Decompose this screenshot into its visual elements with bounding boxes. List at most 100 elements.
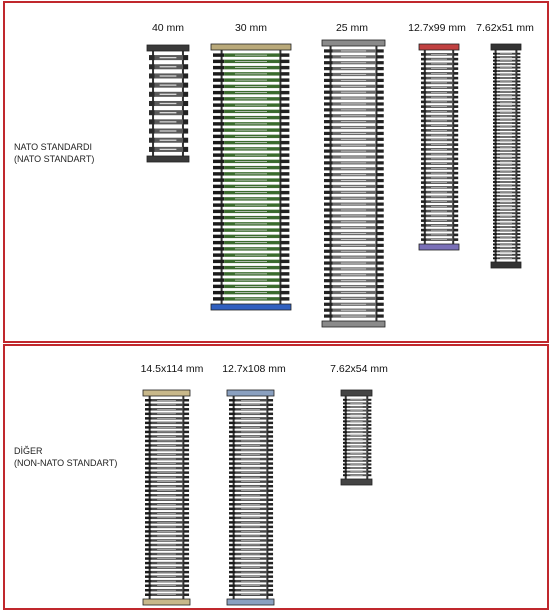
cartridge-base	[453, 114, 459, 118]
cartridge-base	[279, 72, 290, 76]
cartridge-tip	[229, 579, 236, 583]
cartridge-tip	[213, 122, 225, 126]
belt-top-cap	[226, 389, 275, 397]
cartridge-tip	[145, 579, 152, 583]
cartridge-base	[183, 100, 189, 107]
cartridge-tip	[213, 197, 225, 201]
cartridge-base	[453, 148, 459, 151]
cartridge-tip	[213, 297, 225, 301]
cartridge-tip	[324, 61, 333, 65]
cartridge-tip	[145, 462, 152, 465]
cartridge-tip	[421, 190, 427, 194]
cartridge-base	[516, 111, 521, 114]
cartridge	[324, 143, 384, 147]
belt-top-cap	[321, 39, 386, 47]
cartridge-base	[183, 457, 190, 461]
cartridge	[324, 237, 384, 242]
cartridge	[229, 399, 274, 402]
cartridge-tip	[145, 575, 152, 578]
cartridge	[229, 534, 274, 538]
cartridge-base	[376, 190, 384, 194]
cartridge	[229, 457, 274, 461]
cartridge	[229, 579, 274, 583]
cartridge-base	[516, 135, 521, 138]
cartridge-base	[516, 246, 521, 249]
cartridge-base	[516, 108, 521, 111]
cartridge-base	[183, 119, 189, 125]
cartridge	[324, 196, 384, 200]
cartridge	[145, 462, 190, 465]
cartridge	[213, 103, 290, 107]
cartridge	[229, 557, 274, 560]
cartridge-base	[267, 417, 274, 420]
cartridge	[493, 70, 521, 73]
cartridge	[421, 91, 459, 94]
cartridge-tip	[421, 167, 427, 170]
cartridge-base	[267, 448, 274, 452]
cartridge-base	[516, 215, 521, 218]
cartridge-base	[516, 66, 521, 69]
cartridge	[149, 110, 189, 116]
cartridge	[324, 149, 384, 153]
cartridge	[493, 101, 521, 104]
cartridge-base	[516, 156, 521, 159]
cartridge-base	[367, 434, 372, 437]
cartridge	[493, 160, 521, 163]
ammo-belt-7-62x51mm	[490, 43, 522, 269]
cartridge-base	[453, 100, 459, 104]
cartridge-tip	[145, 566, 152, 569]
cartridge	[213, 253, 290, 257]
cartridge-tip	[213, 140, 225, 145]
cartridge	[421, 119, 459, 123]
caliber-label-7-62x54mm: 7.62x54 mm	[330, 363, 388, 375]
cartridge	[324, 296, 384, 301]
belt-top-cap	[210, 43, 292, 51]
cartridge-base	[267, 475, 274, 479]
cartridge	[421, 186, 459, 189]
belt-bottom-cap	[321, 320, 386, 328]
cartridge-base	[367, 467, 372, 470]
cartridge	[145, 561, 190, 565]
cartridge-tip	[421, 162, 427, 165]
belt-top-cap	[146, 44, 190, 52]
cartridge-base	[453, 95, 459, 99]
cartridge-base	[516, 253, 521, 256]
nato-label-line1: NATO STANDARDI	[14, 142, 93, 152]
cartridge	[213, 172, 290, 176]
cartridge	[229, 462, 274, 465]
cartridge-base	[279, 222, 290, 226]
cartridge-tip	[421, 228, 427, 232]
cartridge-base	[279, 234, 290, 239]
cartridge-tip	[324, 237, 333, 242]
cartridge	[213, 203, 290, 207]
cartridge	[213, 178, 290, 182]
cartridge-base	[376, 61, 384, 65]
cartridge	[213, 84, 290, 89]
cartridge-base	[183, 552, 190, 556]
cartridge-tip	[145, 466, 152, 470]
cartridge-tip	[421, 105, 427, 108]
cartridge-tip	[343, 423, 348, 426]
cartridge	[421, 157, 459, 161]
cartridge-base	[183, 439, 190, 443]
cartridge-base	[516, 205, 521, 208]
cartridge-tip	[493, 236, 498, 239]
cartridge-tip	[493, 153, 498, 156]
cartridge-tip	[421, 143, 427, 146]
cartridge	[343, 474, 372, 477]
cartridge	[324, 90, 384, 94]
cartridge	[229, 552, 274, 556]
non-nato-section-panel	[3, 344, 549, 610]
cartridge-base	[183, 471, 190, 474]
cartridge-base	[183, 561, 190, 565]
cartridge-tip	[493, 118, 498, 121]
belt-top-cap	[418, 43, 460, 51]
cartridge	[213, 65, 290, 70]
cartridge	[145, 430, 190, 434]
cartridge-base	[267, 484, 274, 488]
cartridge-base	[183, 91, 189, 97]
cartridge-base	[279, 215, 290, 220]
ammo-belt-25mm	[321, 39, 386, 328]
cartridge-base	[376, 84, 384, 88]
cartridge-base	[516, 70, 521, 73]
